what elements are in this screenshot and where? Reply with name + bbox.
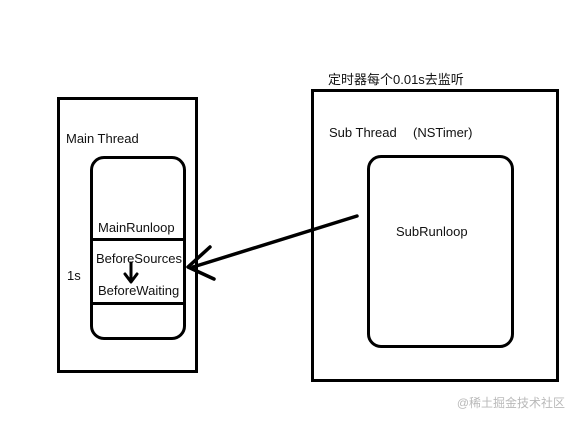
- main-thread-box: [57, 97, 198, 373]
- monitor-arrow: [186, 214, 359, 281]
- before-waiting-label: BeforeWaiting: [98, 283, 180, 298]
- timer-note: 定时器每个0.01s去监听: [328, 72, 464, 87]
- main-runloop-label: MainRunloop: [98, 220, 175, 235]
- main-thread-title: Main Thread: [66, 131, 139, 146]
- sub-runloop-box: [367, 155, 514, 348]
- main-runloop-box: [90, 156, 186, 340]
- small-down-arrow: [123, 261, 139, 284]
- runloop-divider-top: [90, 238, 186, 241]
- sub-thread-title: Sub Thread: [329, 125, 397, 140]
- nstimer-label: (NSTimer): [413, 125, 473, 140]
- sub-thread-box: [311, 89, 559, 382]
- sub-runloop-label: SubRunloop: [396, 224, 468, 239]
- before-sources-label: BeforeSources: [96, 251, 182, 266]
- runloop-divider-bottom: [90, 302, 186, 305]
- watermark: @稀土掘金技术社区: [456, 396, 565, 410]
- one-second-label: 1s: [67, 268, 81, 283]
